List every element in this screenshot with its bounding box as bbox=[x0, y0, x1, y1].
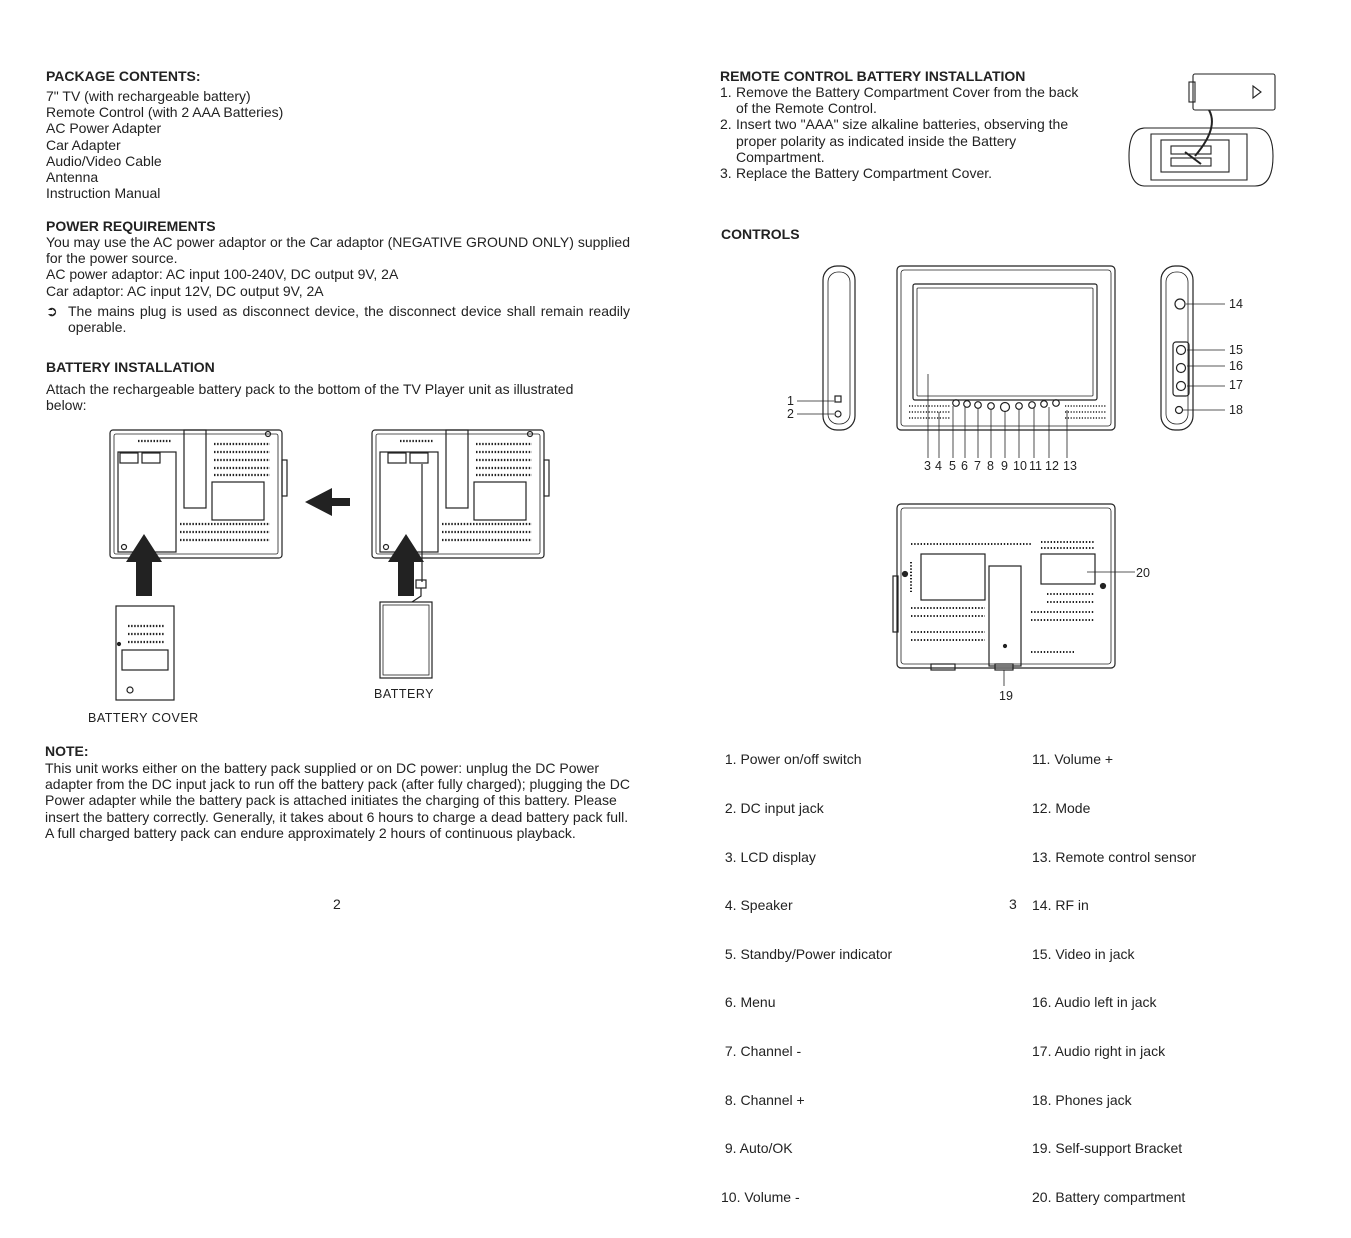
callout-4: 4 bbox=[935, 459, 942, 473]
controls-list-item: 16. Audio left in jack bbox=[1032, 994, 1157, 1011]
power-ac-spec: AC power adaptor: AC input 100-240V, DC … bbox=[46, 266, 399, 283]
power-paragraph: You may use the AC power adaptor or the … bbox=[46, 234, 630, 267]
arrow-left-icon bbox=[305, 488, 350, 516]
controls-list-item: 6. Menu bbox=[721, 994, 776, 1011]
callout-6: 6 bbox=[961, 459, 968, 473]
remote-step: 3.Replace the Battery Compartment Cover. bbox=[720, 165, 993, 182]
callout-9: 9 bbox=[1001, 459, 1008, 473]
power-car-spec: Car adaptor: AC input 12V, DC output 9V,… bbox=[46, 282, 324, 299]
callout-15: 15 bbox=[1229, 343, 1243, 357]
callout-7: 7 bbox=[974, 459, 981, 473]
battery-cover-drawing bbox=[115, 605, 175, 701]
controls-list-item: 9. Auto/OK bbox=[721, 1140, 793, 1157]
controls-list-item: 17. Audio right in jack bbox=[1032, 1043, 1166, 1060]
tv-bottom-without-cover bbox=[371, 429, 550, 582]
controls-list-item: 10. Volume - bbox=[721, 1188, 800, 1205]
package-item: Instruction Manual bbox=[46, 185, 161, 202]
arrow-up-icon bbox=[388, 534, 424, 596]
tv-front-view bbox=[896, 265, 1116, 458]
callout-16: 16 bbox=[1229, 359, 1243, 373]
power-note: ➲ The mains plug is used as disconnect d… bbox=[46, 303, 630, 335]
package-item: Car Adapter bbox=[46, 136, 121, 153]
controls-list-right: 11. Volume + 12. Mode 13. Remote control… bbox=[1032, 719, 1332, 1238]
battery-installation-text: Attach the rechargeable battery pack to … bbox=[46, 381, 574, 414]
controls-list-item: 4. Speaker bbox=[721, 897, 793, 914]
battery-label: BATTERY bbox=[374, 687, 434, 701]
controls-diagram: 1 2 3 4 5 6 7 8 9 10 11 12 13 14 15 16 1… bbox=[787, 265, 1243, 703]
package-item: AC Power Adapter bbox=[46, 120, 162, 137]
controls-list-left: 1. Power on/off switch 2. DC input jack … bbox=[721, 719, 1011, 1238]
callout-11: 11 bbox=[1029, 459, 1042, 473]
callout-8: 8 bbox=[987, 459, 994, 473]
callout-10: 10 bbox=[1013, 459, 1027, 473]
tv-bottom-with-cover bbox=[109, 429, 288, 559]
controls-list-item: 8. Channel + bbox=[721, 1091, 805, 1108]
note-title: NOTE: bbox=[45, 743, 89, 759]
left-page: PACKAGE CONTENTS: 7" TV (with rechargeab… bbox=[0, 0, 675, 954]
callout-3: 3 bbox=[924, 459, 931, 473]
controls-title: CONTROLS bbox=[721, 226, 800, 242]
remote-step: 2.Insert two "AAA" size alkaline batteri… bbox=[720, 116, 1069, 165]
remote-battery-title: REMOTE CONTROL BATTERY INSTALLATION bbox=[720, 68, 1026, 84]
package-item: 7" TV (with rechargeable battery) bbox=[46, 88, 251, 104]
remote-control-drawing bbox=[1128, 73, 1276, 187]
package-item: Antenna bbox=[46, 169, 99, 186]
controls-list-item: 12. Mode bbox=[1032, 800, 1091, 817]
controls-list-item: 18. Phones jack bbox=[1032, 1091, 1132, 1108]
callout-12: 12 bbox=[1045, 459, 1059, 473]
controls-list-item: 1. Power on/off switch bbox=[721, 751, 862, 768]
controls-list-item: 2. DC input jack bbox=[721, 800, 824, 817]
right-page: REMOTE CONTROL BATTERY INSTALLATION 1.Re… bbox=[675, 0, 1351, 1205]
callout-13: 13 bbox=[1063, 459, 1077, 473]
arrow-up-icon bbox=[126, 534, 162, 596]
callout-5: 5 bbox=[949, 459, 956, 473]
callout-2: 2 bbox=[787, 407, 794, 421]
arrow-bullet-icon: ➲ bbox=[46, 302, 58, 319]
controls-list-item: 14. RF in bbox=[1032, 897, 1089, 914]
battery-installation-illustration bbox=[109, 429, 550, 701]
note-text: This unit works either on the battery pa… bbox=[45, 760, 630, 841]
controls-list-item: 7. Channel - bbox=[721, 1043, 802, 1060]
package-item: Remote Control (with 2 AAA Batteries) bbox=[46, 104, 284, 121]
controls-list-item: 19. Self-support Bracket bbox=[1032, 1140, 1183, 1157]
tv-left-side-view bbox=[797, 265, 856, 431]
battery-cover-label: BATTERY COVER bbox=[88, 711, 199, 725]
callout-20: 20 bbox=[1136, 566, 1150, 580]
remote-battery-steps: 1.Remove the Battery Compartment Cover f… bbox=[720, 84, 1090, 181]
package-contents-list: 7" TV (with rechargeable battery) Remote… bbox=[46, 88, 283, 201]
battery-installation-title: BATTERY INSTALLATION bbox=[46, 359, 215, 375]
controls-list-item: 11. Volume + bbox=[1032, 751, 1114, 768]
callout-19: 19 bbox=[999, 689, 1013, 703]
page-number: 2 bbox=[333, 896, 341, 912]
power-requirements-title: POWER REQUIREMENTS bbox=[46, 218, 216, 234]
callout-18: 18 bbox=[1229, 403, 1243, 417]
battery-pack-drawing bbox=[379, 579, 433, 679]
package-contents-title: PACKAGE CONTENTS: bbox=[46, 68, 201, 84]
callout-14: 14 bbox=[1229, 297, 1243, 311]
callout-17: 17 bbox=[1229, 378, 1243, 392]
remote-step: 1.Remove the Battery Compartment Cover f… bbox=[720, 84, 1079, 117]
tv-right-side-view bbox=[1160, 265, 1225, 431]
power-requirements-text: You may use the AC power adaptor or the … bbox=[46, 234, 630, 335]
package-item: Audio/Video Cable bbox=[46, 152, 162, 169]
callout-1: 1 bbox=[787, 394, 794, 408]
tv-back-view bbox=[892, 503, 1135, 686]
controls-list-item: 13. Remote control sensor bbox=[1032, 848, 1197, 865]
controls-list-item: 3. LCD display bbox=[721, 848, 816, 865]
controls-list-item: 20. Battery compartment bbox=[1032, 1188, 1186, 1205]
power-note-text: The mains plug is used as disconnect dev… bbox=[68, 302, 630, 336]
page-number: 3 bbox=[1009, 896, 1017, 912]
